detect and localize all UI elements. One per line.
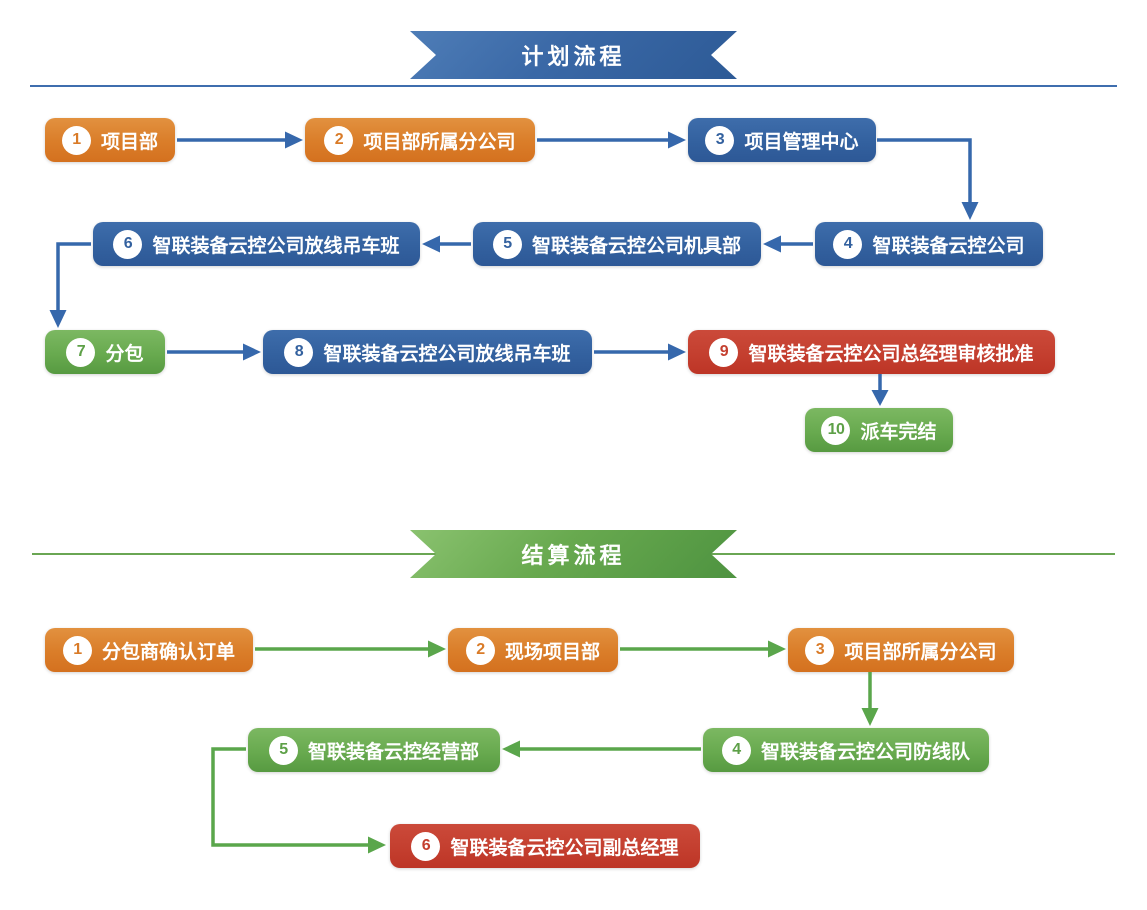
- settlement-node-4: 4 智联装备云控公司防线队: [703, 728, 989, 772]
- node-label: 智联装备云控公司副总经理: [450, 837, 679, 859]
- node-label: 智联装备云控公司总经理审核批准: [748, 343, 1034, 365]
- step-number-badge: 3: [705, 125, 735, 155]
- step-number-badge: 7: [66, 337, 96, 367]
- arrow-settlement-2-3: [620, 640, 786, 658]
- node-label: 项目部: [100, 131, 158, 153]
- node-label: 分包: [105, 343, 144, 365]
- settlement-node-5: 5 智联装备云控经营部: [248, 728, 500, 772]
- plan-banner-title: 计划流程: [521, 44, 626, 69]
- node-label: 智联装备云控经营部: [307, 741, 479, 763]
- plan-divider-line: [30, 85, 1117, 87]
- step-number-badge: 2: [324, 125, 354, 155]
- node-label: 派车完结: [860, 421, 937, 443]
- node-label: 智联装备云控公司: [872, 235, 1025, 257]
- plan-node-2: 2 项目部所属分公司: [305, 118, 535, 162]
- arrow-settlement-4-5: [502, 740, 701, 758]
- step-number-badge: 6: [113, 229, 143, 259]
- plan-node-3: 3 项目管理中心: [688, 118, 876, 162]
- step-number-badge: 1: [62, 635, 92, 665]
- settlement-node-2: 2 现场项目部: [448, 628, 618, 672]
- node-label: 智联装备云控公司防线队: [760, 741, 970, 763]
- plan-node-7: 7 分包: [45, 330, 165, 374]
- step-number-badge: 4: [833, 229, 863, 259]
- step-number-badge: 9: [709, 337, 739, 367]
- node-label: 项目部所属分公司: [363, 131, 516, 153]
- arrow-plan-6-7: [49, 242, 91, 328]
- plan-node-1: 1 项目部: [45, 118, 175, 162]
- node-label: 项目管理中心: [744, 131, 859, 153]
- settlement-node-3: 3 项目部所属分公司: [788, 628, 1014, 672]
- settlement-node-6: 6 智联装备云控公司副总经理: [390, 824, 700, 868]
- node-label: 智联装备云控公司机具部: [531, 235, 741, 257]
- plan-banner: 计划流程: [410, 31, 737, 79]
- node-label: 现场项目部: [504, 641, 600, 663]
- arrow-plan-5-6: [422, 235, 471, 253]
- plan-node-9: 9 智联装备云控公司总经理审核批准: [688, 330, 1055, 374]
- step-number-badge: 2: [465, 635, 495, 665]
- step-number-badge: 3: [805, 635, 835, 665]
- arrow-settlement-3-4: [861, 672, 879, 726]
- node-label: 智联装备云控公司放线吊车班: [152, 235, 400, 257]
- arrow-settlement-1-2: [255, 640, 446, 658]
- plan-node-4: 4 智联装备云控公司: [815, 222, 1043, 266]
- plan-node-5: 5 智联装备云控公司机具部: [473, 222, 761, 266]
- settlement-banner-title: 结算流程: [521, 543, 626, 568]
- step-number-badge: 10: [821, 415, 851, 445]
- plan-node-6: 6 智联装备云控公司放线吊车班: [93, 222, 420, 266]
- step-number-badge: 8: [284, 337, 314, 367]
- step-number-badge: 5: [268, 735, 298, 765]
- arrow-plan-1-2: [177, 131, 303, 149]
- step-number-badge: 4: [721, 735, 751, 765]
- plan-node-10: 10 派车完结: [805, 408, 953, 452]
- arrow-plan-8-9: [594, 343, 686, 361]
- settlement-banner: 结算流程: [410, 530, 737, 578]
- node-label: 分包商确认订单: [101, 641, 235, 663]
- node-label: 项目部所属分公司: [844, 641, 997, 663]
- step-number-badge: 5: [492, 229, 522, 259]
- plan-node-8: 8 智联装备云控公司放线吊车班: [263, 330, 592, 374]
- settlement-node-1: 1 分包商确认订单: [45, 628, 253, 672]
- arrow-plan-3-4: [877, 138, 979, 220]
- node-label: 智联装备云控公司放线吊车班: [323, 343, 571, 365]
- arrow-plan-2-3: [537, 131, 686, 149]
- step-number-badge: 6: [411, 831, 441, 861]
- arrow-plan-7-8: [167, 343, 261, 361]
- arrow-plan-9-10: [871, 374, 889, 406]
- step-number-badge: 1: [61, 125, 91, 155]
- arrow-plan-4-5: [763, 235, 813, 253]
